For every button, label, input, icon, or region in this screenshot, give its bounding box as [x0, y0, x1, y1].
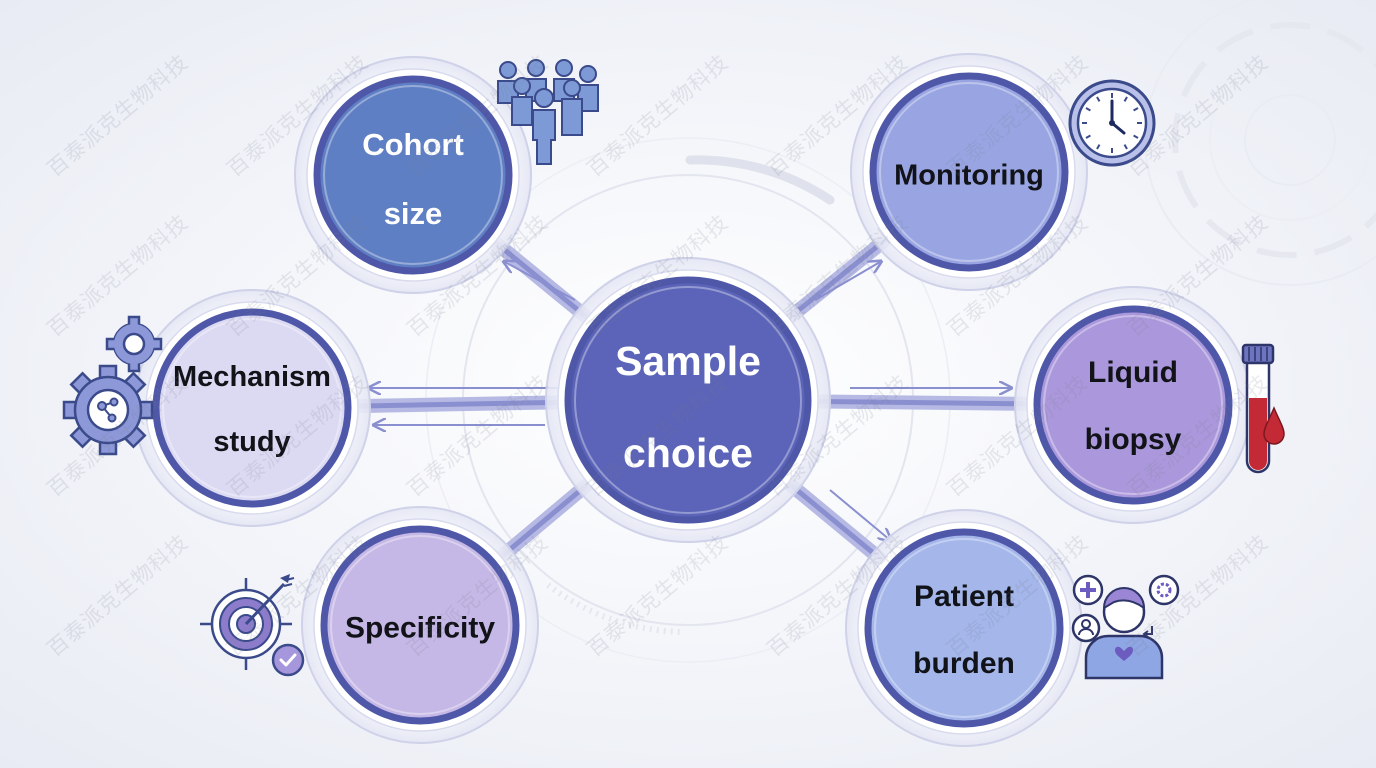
node-monitoring — [850, 53, 1088, 291]
node-specificity — [301, 506, 539, 744]
center-node-sample-choice — [545, 257, 831, 543]
node-patient-burden — [845, 509, 1083, 747]
patient-icon — [1071, 574, 1180, 680]
blood-tube-icon — [1241, 343, 1285, 474]
people-group-icon — [497, 59, 599, 165]
target-icon — [200, 574, 305, 677]
clock-icon — [1068, 79, 1156, 167]
background-rings — [425, 0, 1376, 663]
gears-icon — [62, 315, 163, 456]
node-mechanism-study — [133, 289, 371, 527]
node-cohort-size — [294, 56, 532, 294]
node-liquid-biopsy — [1014, 286, 1252, 524]
diagram-nodes — [133, 53, 1252, 747]
